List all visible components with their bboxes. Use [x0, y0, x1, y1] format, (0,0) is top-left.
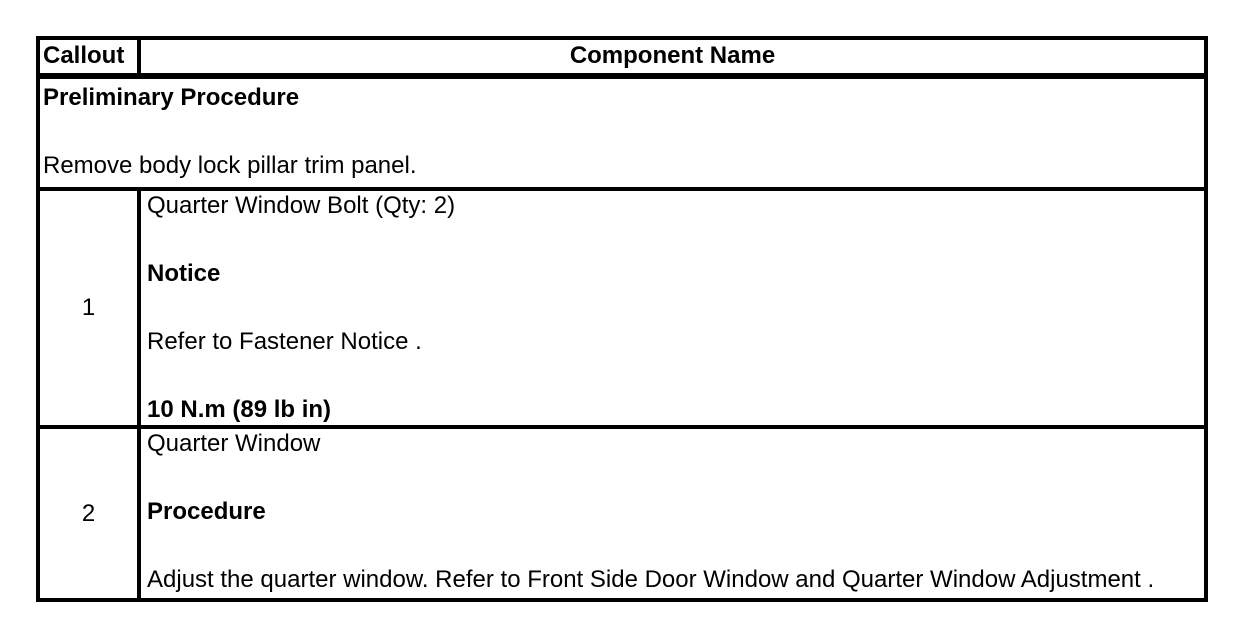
callout-column-header: Callout [36, 36, 141, 79]
component-cell-2: Quarter Window Procedure Adjust the quar… [137, 425, 1208, 602]
component-cell-1: Quarter Window Bolt (Qty: 2) Notice Refe… [137, 187, 1208, 429]
preliminary-procedure-title: Preliminary Procedure [43, 84, 300, 111]
preliminary-procedure-step: Remove body lock pillar trim panel. [43, 152, 417, 179]
callout-number-1: 1 [36, 187, 141, 429]
component-name-column-header: Component Name [137, 36, 1208, 79]
procedure-label: Procedure [147, 498, 266, 525]
preliminary-procedure-cell: Preliminary Procedure Remove body lock p… [36, 74, 1208, 191]
callout-number-2: 2 [36, 425, 141, 602]
fastener-notice-reference: Refer to Fastener Notice . [147, 328, 422, 355]
table-row: 1 Quarter Window Bolt (Qty: 2) Notice Re… [36, 187, 1208, 429]
torque-spec: 10 N.m (89 lb in) [147, 396, 332, 423]
table-row: 2 Quarter Window Procedure Adjust the qu… [36, 425, 1208, 602]
table-header-row: Callout Component Name [36, 36, 1208, 79]
adjustment-reference: Adjust the quarter window. Refer to Fron… [147, 566, 1155, 593]
component-callout-table: Callout Component Name Preliminary Proce… [36, 36, 1208, 602]
component-name-line: Quarter Window Bolt (Qty: 2) [147, 192, 456, 219]
preliminary-procedure-row: Preliminary Procedure Remove body lock p… [36, 74, 1208, 191]
notice-label: Notice [147, 260, 221, 287]
component-name-line: Quarter Window [147, 430, 321, 457]
